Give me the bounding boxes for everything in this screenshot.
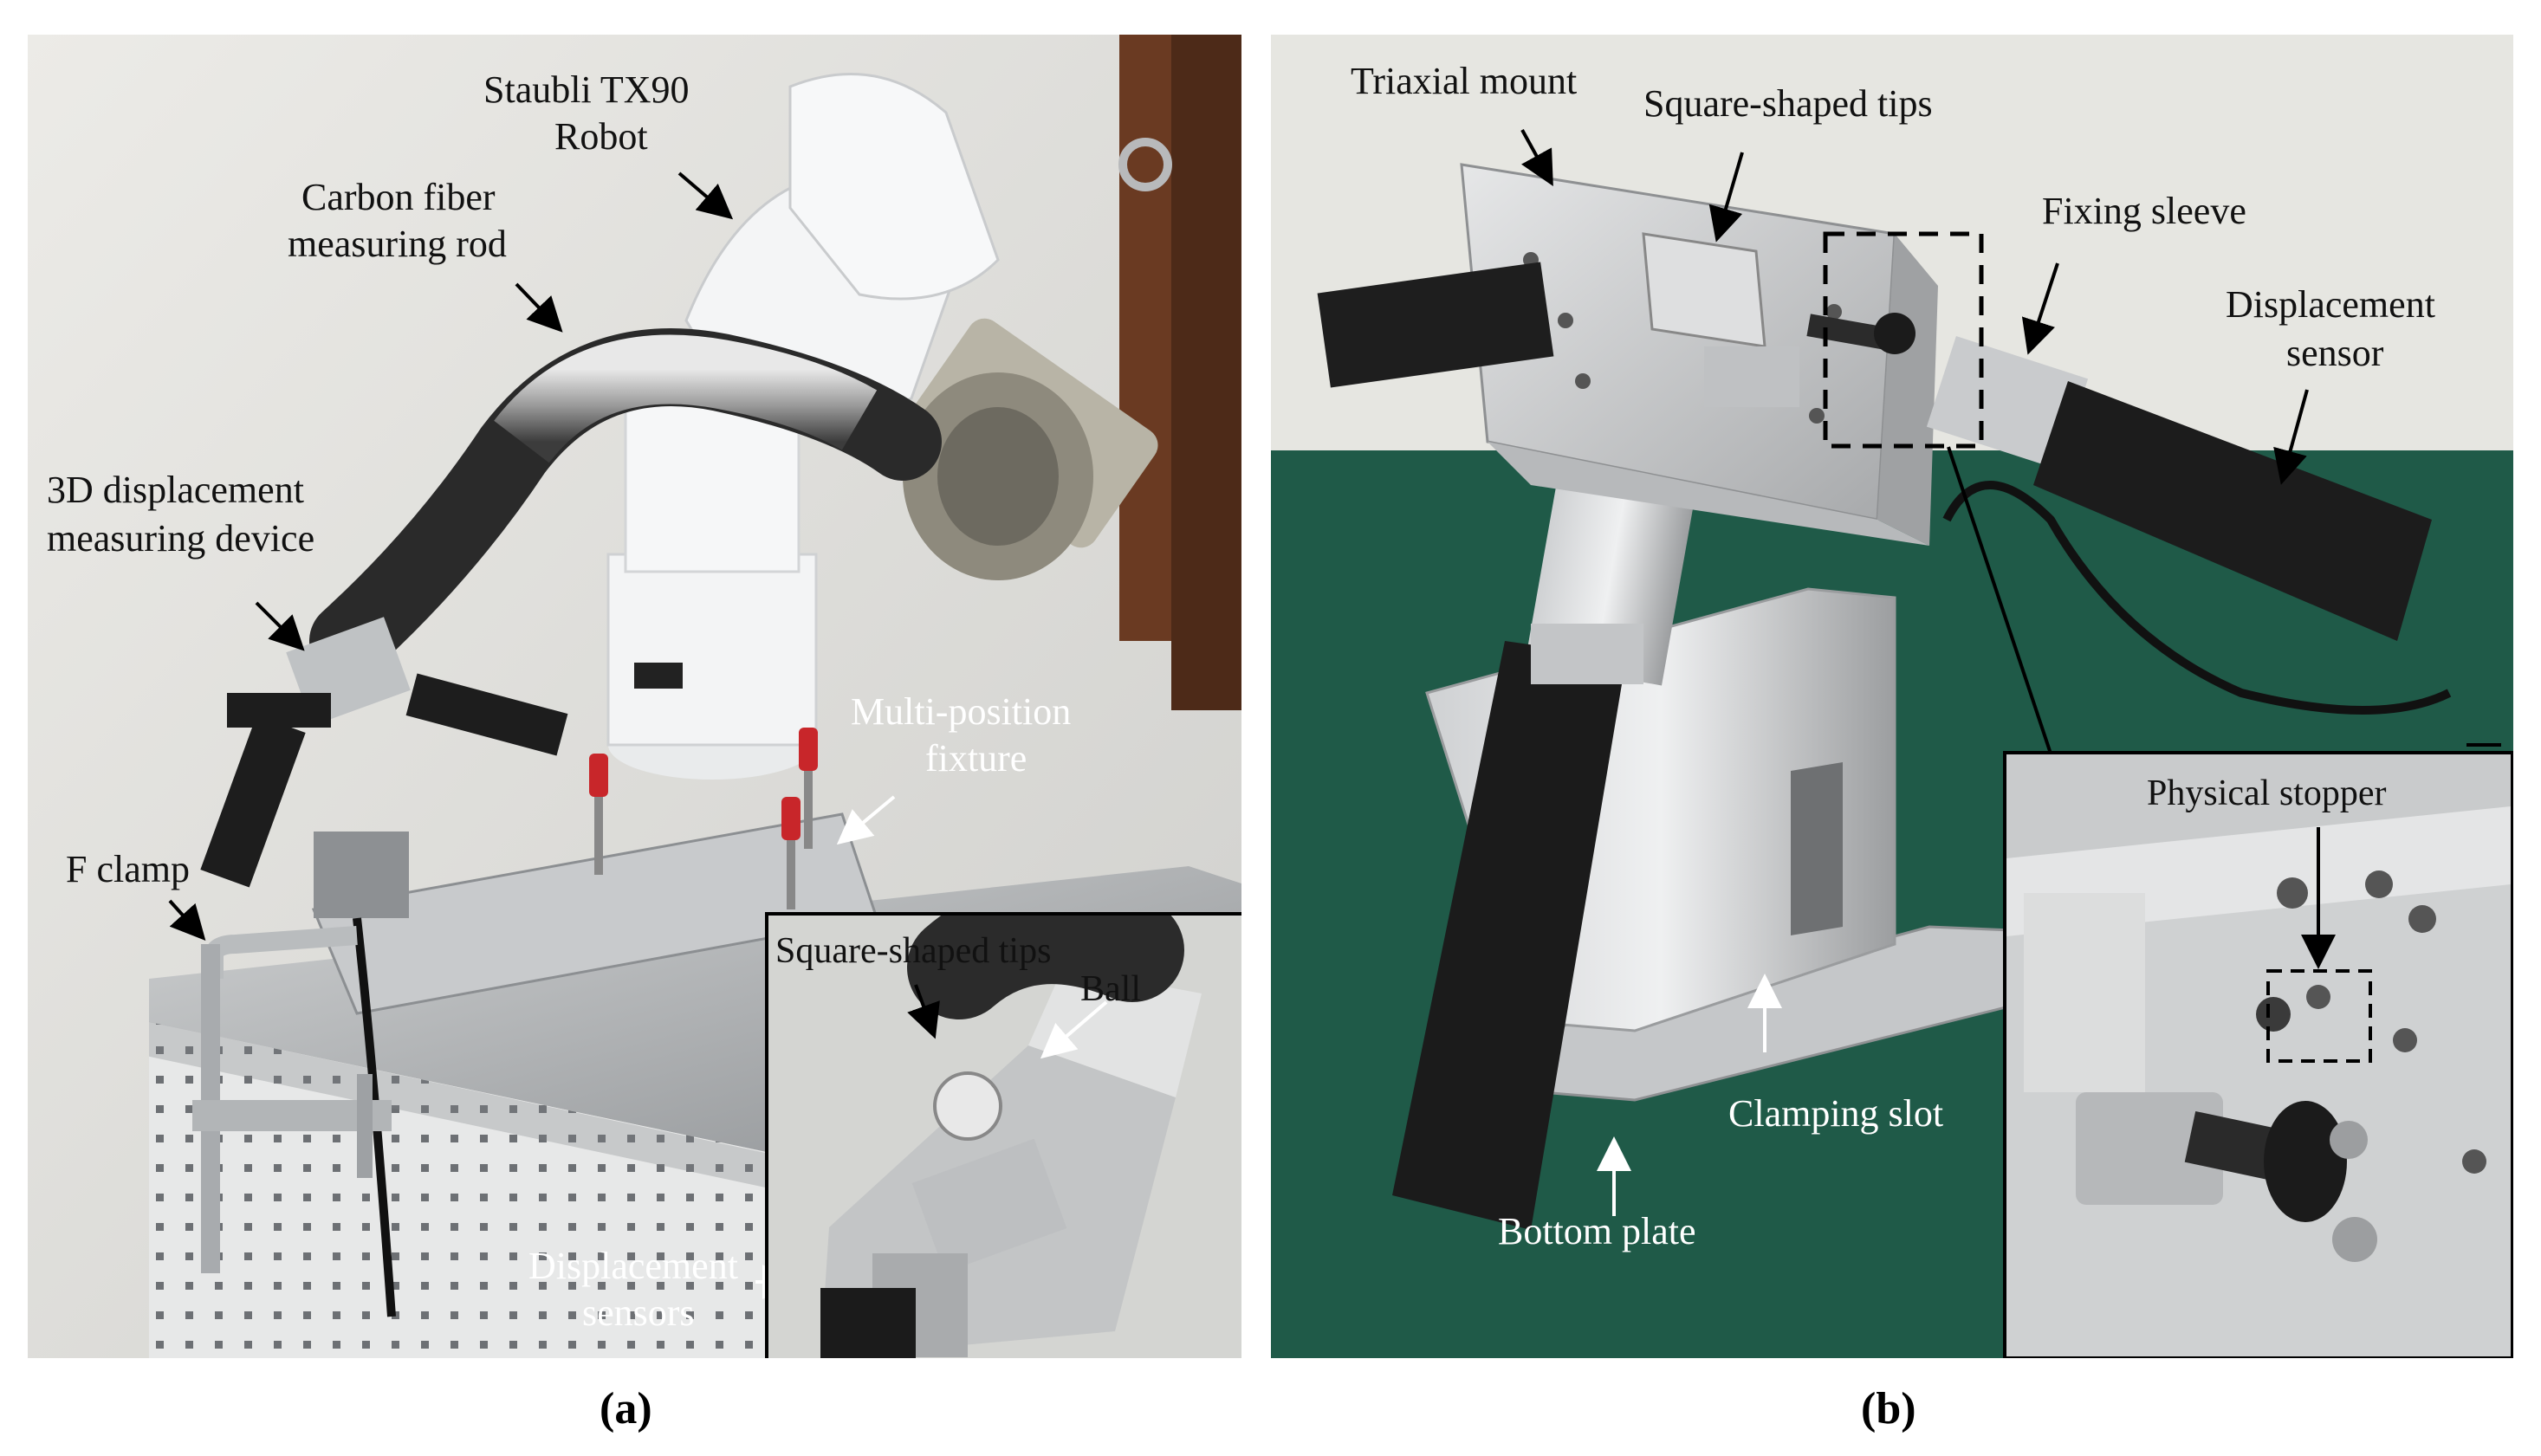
stopper-dashed-box	[2266, 969, 2372, 1063]
label-device-line1: 3D displacement	[47, 469, 304, 511]
sensor-left	[1317, 262, 1554, 388]
label-bottom-plate: Bottom plate	[1498, 1210, 1696, 1252]
clamping-slot	[1791, 762, 1843, 935]
label-sensors-line1: Displacement	[528, 1245, 738, 1287]
annotation-arrows-b	[1520, 129, 2501, 1216]
red-handle-1	[589, 754, 608, 797]
red-handle-3	[781, 797, 801, 840]
tip-closeup-photo	[768, 916, 1241, 1358]
fixing-sleeve	[1926, 335, 2089, 470]
tip-block	[2024, 893, 2145, 1092]
rod-end	[907, 916, 1184, 1019]
inset-stopper-closeup: Physical stopper	[2003, 751, 2513, 1358]
clamp-arrow	[168, 899, 206, 941]
ball	[933, 1071, 1002, 1141]
sensor-right	[2033, 381, 2432, 641]
label-device-line2: measuring device	[47, 517, 315, 560]
panel-a-photo: Staubli TX90 Robot Carbon fiber measurin…	[28, 35, 1241, 1358]
inset-label-ball: Ball	[1080, 969, 1141, 1009]
sensor-arrow	[2273, 389, 2309, 485]
label-square-tips: Square-shaped tips	[1643, 82, 1933, 125]
sublabel-b: (b)	[1861, 1384, 1916, 1433]
label-clamping-slot: Clamping slot	[1728, 1092, 1944, 1135]
tips-arrow	[1708, 152, 1744, 243]
label-sensor-line1: Displacement	[2226, 283, 2435, 326]
sensor-bottom	[1392, 641, 1626, 1230]
label-triaxial-mount: Triaxial mount	[1351, 60, 1578, 102]
label-f-clamp: F clamp	[66, 848, 190, 890]
inset-tip-closeup: Square-shaped tips Ball	[765, 912, 1241, 1358]
label-fixture-line2: fixture	[925, 737, 1027, 780]
inset-label-tips: Square-shaped tips	[775, 931, 1052, 971]
robot-base	[606, 553, 818, 747]
stopper-closeup-photo	[2006, 754, 2511, 1356]
label-sensor-line2: sensor	[2286, 332, 2384, 374]
label-rod-line1: Carbon fiber	[301, 176, 496, 218]
fixture-arrow	[836, 795, 896, 845]
label-fixture-line1: Multi-position	[851, 690, 1072, 733]
device-arrow	[255, 601, 305, 651]
robot-arrow	[677, 171, 734, 220]
inset-label-stopper: Physical stopper	[2147, 773, 2387, 813]
label-rod-line2: measuring rod	[288, 223, 507, 265]
sleeve-arrow	[2021, 262, 2059, 355]
red-handle-2	[799, 728, 818, 771]
panel-b-photo: Triaxial mount Square-shaped tips Fixing…	[1271, 35, 2513, 1358]
label-robot-line2: Robot	[554, 115, 648, 158]
inset-leader-line	[1947, 446, 2052, 754]
annotation-arrows-a	[168, 171, 896, 1299]
label-sensors-line2: sensors	[582, 1291, 695, 1334]
label-fixing-sleeve: Fixing sleeve	[2042, 190, 2246, 232]
rod-arrow	[515, 282, 563, 333]
sublabel-a: (a)	[600, 1384, 652, 1433]
label-robot-line1: Staubli TX90	[483, 68, 690, 111]
mount-arrow	[1520, 129, 1553, 187]
dashed-highlight-region	[1823, 231, 1984, 449]
